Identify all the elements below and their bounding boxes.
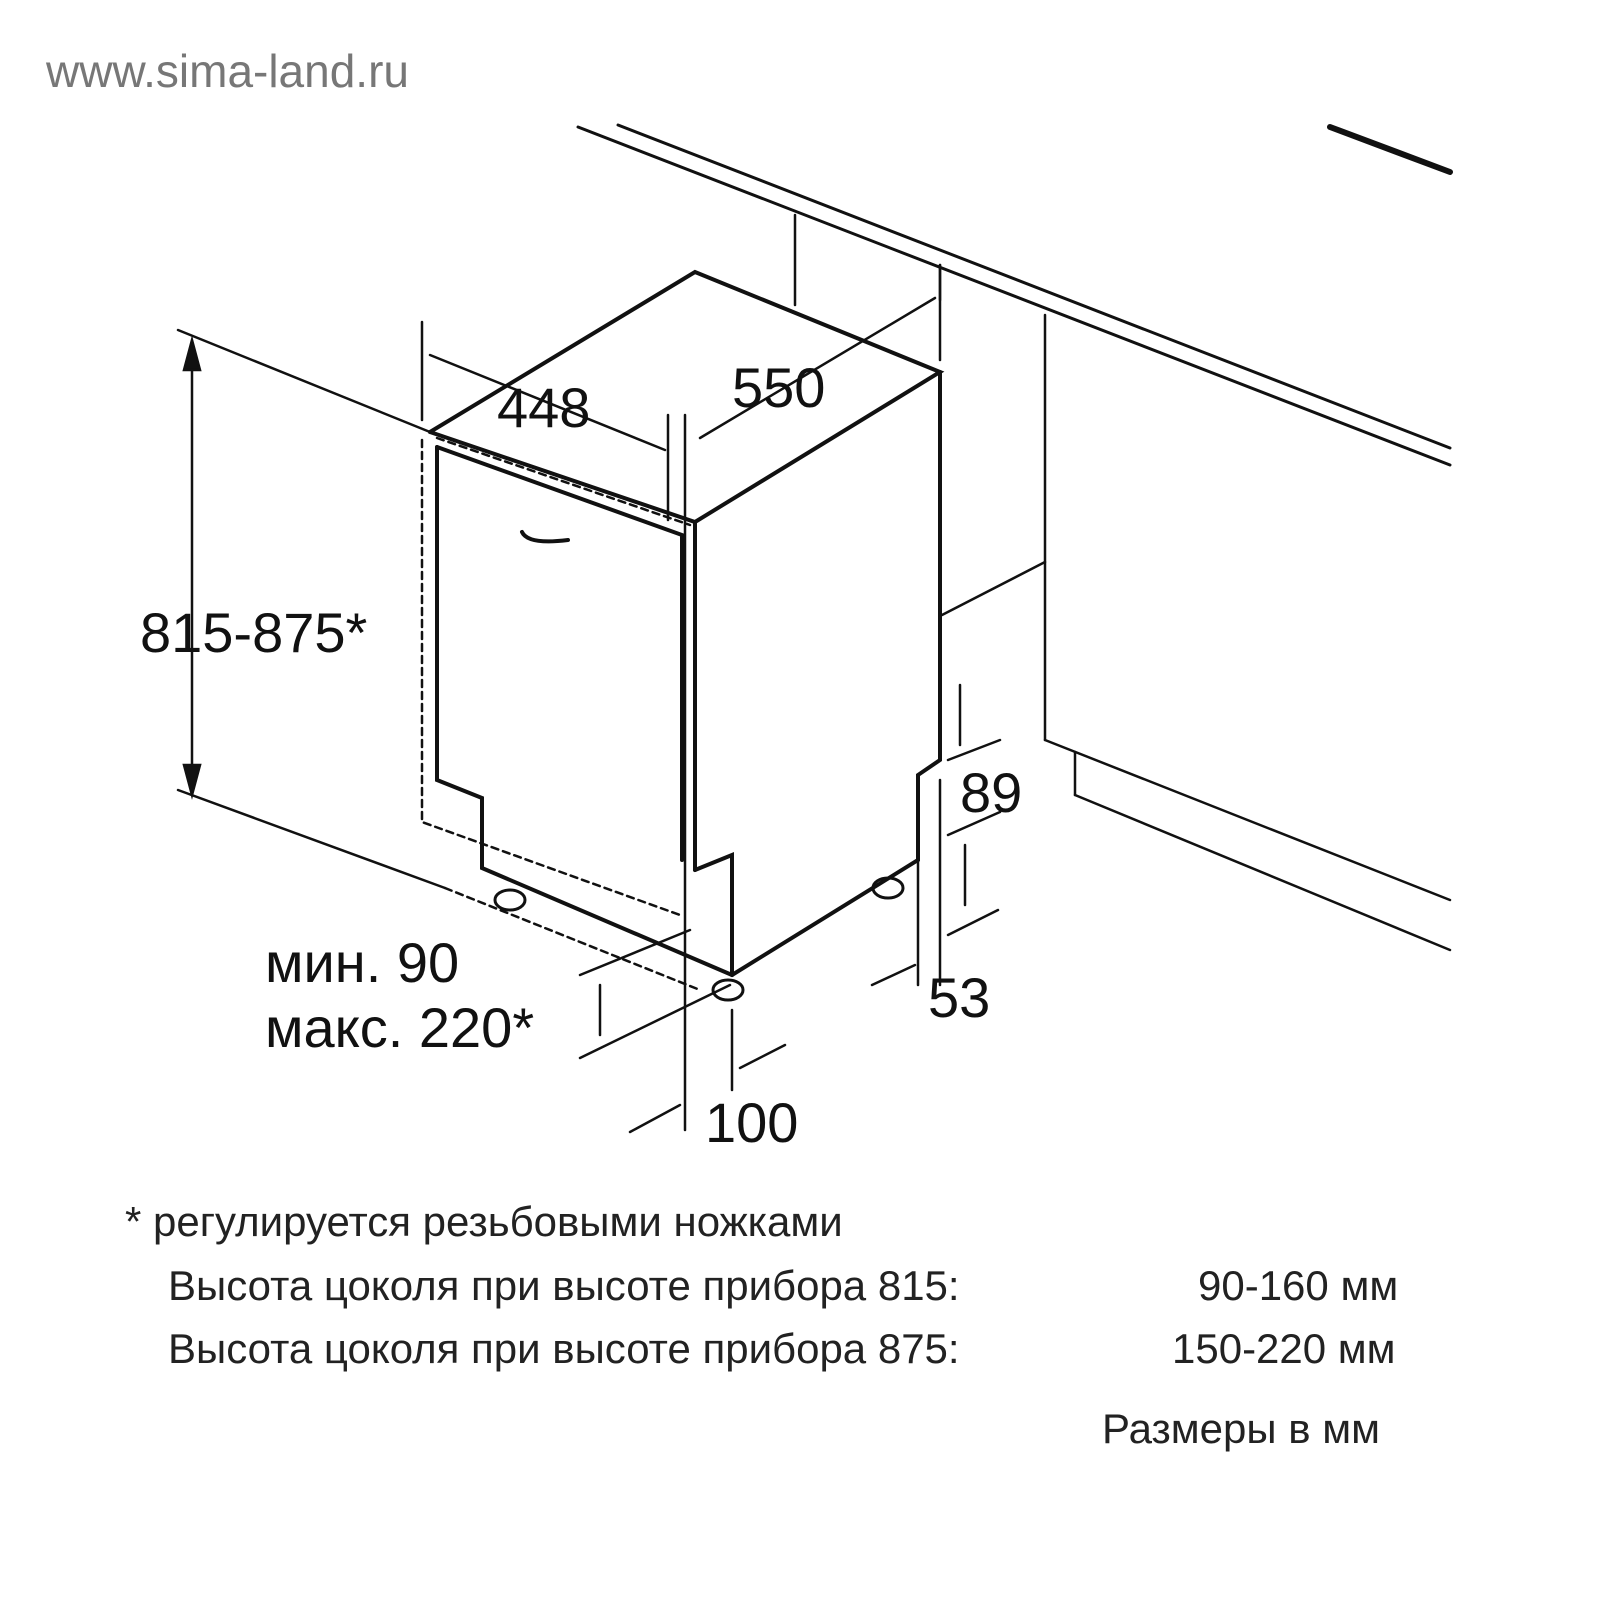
- toe-kick-top-dimension: 89: [960, 761, 1023, 824]
- footnote: * регулируется резьбовыми ножками: [125, 1198, 843, 1245]
- watermark: www.sima-land.ru: [46, 45, 409, 97]
- height-dimension: 815-875*: [140, 601, 368, 664]
- plinth-min-dimension: мин. 90: [265, 931, 460, 994]
- countertop: [576, 123, 1453, 467]
- dimension-lines: [176, 263, 1002, 1134]
- dishwasher-body: [428, 269, 945, 977]
- note-815-label: Высота цоколя при высоте прибора 815:: [168, 1262, 960, 1309]
- note-875-value: 150-220 мм: [1172, 1325, 1396, 1372]
- note-875-label: Высота цоколя при высоте прибора 875:: [168, 1325, 960, 1372]
- adjacent-cabinets: [793, 213, 1452, 952]
- feet: [493, 876, 905, 1002]
- units-note: Размеры в мм: [1102, 1405, 1380, 1452]
- door-outline-dashed: [420, 436, 702, 992]
- toe-kick-depth-dimension: 53: [928, 966, 991, 1029]
- depth-dimension: 550: [732, 356, 826, 419]
- door-offset-dimension: 100: [705, 1091, 799, 1154]
- plinth-max-dimension: макс. 220*: [265, 996, 535, 1059]
- note-815-value: 90-160 мм: [1198, 1262, 1399, 1309]
- width-dimension: 448: [497, 376, 591, 439]
